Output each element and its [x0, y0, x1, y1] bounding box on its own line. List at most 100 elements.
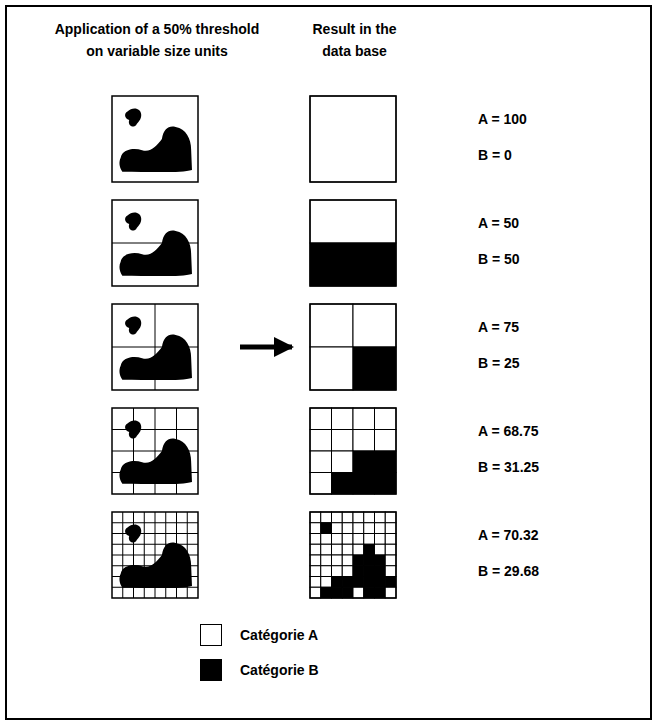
- unit-square: [112, 512, 198, 598]
- share-value: B = 50: [478, 248, 598, 270]
- column-heading: Application of a 50% threshold on variab…: [52, 18, 262, 62]
- result-cell: [375, 473, 397, 495]
- result-grid: [310, 512, 396, 598]
- result-cell: [364, 544, 375, 555]
- result-cell: [310, 566, 321, 577]
- result-cell: [332, 555, 343, 566]
- result-cell: [353, 523, 364, 534]
- result-grid: [310, 96, 396, 182]
- result-cell: [321, 544, 332, 555]
- result-border: [310, 96, 396, 182]
- result-cell: [385, 566, 396, 577]
- result-cell: [310, 451, 332, 473]
- result-cell: [385, 512, 396, 523]
- result-cell: [321, 523, 332, 534]
- result-cell: [310, 430, 332, 452]
- result-cell: [310, 200, 396, 243]
- result-grid: [310, 408, 396, 494]
- grid-line: [112, 429, 198, 430]
- share-value: A = 75: [478, 316, 598, 338]
- share-value: A = 100: [478, 108, 598, 130]
- unit-ground: [112, 512, 198, 598]
- result-cell: [310, 587, 321, 598]
- result-cell: [375, 451, 397, 473]
- result-cell: [310, 555, 321, 566]
- result-border: [310, 512, 396, 598]
- blob-shape: [119, 420, 192, 484]
- grid-line: [112, 565, 198, 566]
- result-cell: [332, 534, 343, 545]
- result-cell: [364, 555, 375, 566]
- result-cell: [375, 577, 386, 588]
- result-cell: [385, 523, 396, 534]
- result-cell: [353, 534, 364, 545]
- transform-arrow: [240, 345, 292, 350]
- unit-border: [112, 96, 198, 182]
- result-cell: [364, 577, 375, 588]
- result-cell: [332, 577, 343, 588]
- share-value: A = 70.32: [478, 524, 598, 546]
- result-cell: [385, 534, 396, 545]
- unit-ground: [112, 408, 198, 494]
- grid-line: [112, 451, 198, 452]
- share-value: B = 0: [478, 144, 598, 166]
- result-cell: [321, 512, 332, 523]
- legend-text: Catégorie A: [240, 624, 318, 646]
- grid-line: [112, 522, 198, 523]
- grid-line: [112, 347, 198, 348]
- result-border: [310, 304, 396, 390]
- result-grid: [310, 304, 396, 390]
- result-cell: [353, 473, 375, 495]
- unit-border: [112, 304, 198, 390]
- result-cell: [310, 534, 321, 545]
- result-cell: [310, 523, 321, 534]
- result-cell: [353, 430, 375, 452]
- result-cell: [375, 430, 397, 452]
- unit-border: [112, 408, 198, 494]
- result-cell: [375, 544, 386, 555]
- result-cell: [332, 512, 343, 523]
- result-cell: [332, 523, 343, 534]
- result-cell: [375, 523, 386, 534]
- share-value: A = 50: [478, 212, 598, 234]
- unit-border: [112, 512, 198, 598]
- result-cell: [332, 408, 354, 430]
- unit-ground: [112, 96, 198, 182]
- result-grids: [310, 96, 396, 598]
- result-cell: [353, 566, 364, 577]
- result-cell: [375, 512, 386, 523]
- share-value: B = 29.68: [478, 560, 598, 582]
- result-cell: [375, 534, 386, 545]
- frame: [6, 6, 651, 719]
- unit-square: [112, 96, 198, 182]
- result-cell: [321, 566, 332, 577]
- grid-line: [112, 555, 198, 556]
- share-value: A = 68.75: [478, 420, 598, 442]
- result-cell: [332, 544, 343, 555]
- result-cell: [310, 243, 396, 286]
- grid-line: [112, 576, 198, 577]
- blob-shape: [119, 108, 192, 172]
- result-cell: [321, 587, 332, 598]
- unit-square: [112, 304, 198, 390]
- result-cell: [342, 512, 353, 523]
- result-border: [310, 408, 396, 494]
- grid-line: [112, 587, 198, 588]
- result-cell: [353, 304, 396, 347]
- result-cell: [321, 534, 332, 545]
- result-cell: [364, 512, 375, 523]
- result-cell: [353, 347, 396, 390]
- legend-text: Catégorie B: [240, 659, 319, 681]
- unit-square: [112, 200, 198, 286]
- result-cell: [364, 566, 375, 577]
- unit-ground: [112, 200, 198, 286]
- result-cell: [375, 408, 397, 430]
- blob-shape: [119, 212, 192, 276]
- result-cell: [364, 534, 375, 545]
- result-cell: [353, 512, 364, 523]
- result-cell: [364, 523, 375, 534]
- result-cell: [332, 566, 343, 577]
- threshold-units: [112, 96, 198, 598]
- result-cell: [342, 587, 353, 598]
